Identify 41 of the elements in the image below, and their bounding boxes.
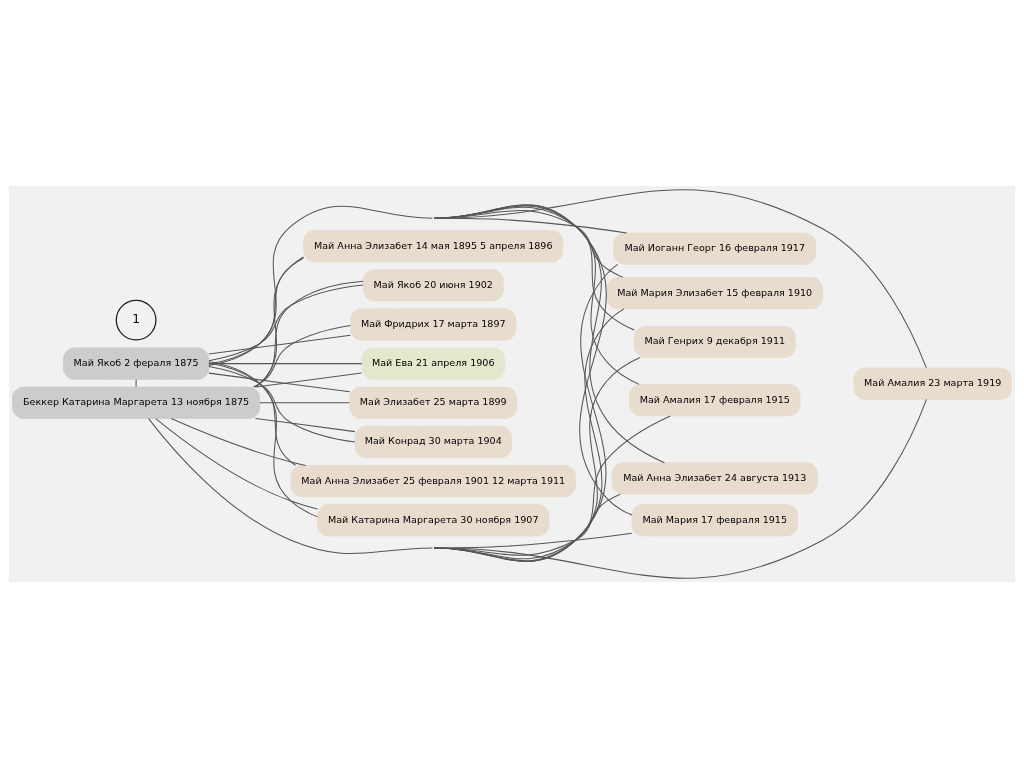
node-box: Май Конрад 30 марта 1904	[354, 425, 512, 458]
connector	[254, 417, 356, 433]
connector	[208, 363, 363, 365]
node-circle: 1	[115, 299, 157, 341]
connector	[148, 398, 927, 579]
connector	[433, 205, 640, 385]
connector	[252, 325, 351, 388]
connector	[170, 418, 307, 466]
connector	[208, 204, 633, 516]
connector	[208, 361, 319, 518]
node-box: Май Ева 21 апреля 1906	[361, 347, 506, 380]
connector	[208, 257, 304, 365]
node-box: Беккер Катарина Маргарета 13 ноября 1875	[12, 386, 261, 419]
connector	[135, 379, 137, 388]
connector	[208, 284, 364, 362]
node-box: Май Амалия 17 февраля 1915	[629, 384, 801, 417]
node-box: Май Фридрих 17 марта 1897	[350, 308, 517, 341]
connector	[433, 217, 628, 234]
node-box: Май Якоб 2 фераля 1875	[63, 347, 210, 380]
connector	[208, 334, 351, 355]
connector	[433, 204, 665, 464]
node-box: Май Мария 17 февраля 1915	[631, 504, 798, 537]
connector	[259, 402, 351, 404]
connector	[433, 263, 619, 562]
connector	[433, 206, 635, 331]
connector	[208, 372, 351, 393]
node-box: Май Анна Элизабет 24 августа 1913	[611, 462, 818, 495]
connector	[254, 280, 364, 388]
node-box: Май Мария Элизабет 15 февраля 1910	[606, 277, 824, 310]
connector	[155, 418, 319, 510]
node-box: Май Амалия 23 марта 1919	[853, 367, 1012, 400]
connector	[254, 372, 363, 388]
connector	[208, 365, 356, 443]
node-box: Май Анна Элизабет 25 февраля 1901 12 марта 1911	[290, 464, 576, 498]
node-box: Май Элизабет 25 марта 1899	[349, 386, 518, 419]
node-box: Май Катарина Маргарета 30 ноября 1907	[317, 504, 550, 537]
connector	[433, 189, 927, 369]
node-box: Май Генрих 9 декабря 1911	[633, 325, 796, 358]
node-box: Май Якоб 20 июня 1902	[362, 269, 504, 302]
node-box: Май Иоганн Георг 16 февраля 1917	[613, 232, 817, 265]
node-box: Май Анна Элизабет 14 мая 1895 5 апреля 1896	[303, 230, 564, 263]
